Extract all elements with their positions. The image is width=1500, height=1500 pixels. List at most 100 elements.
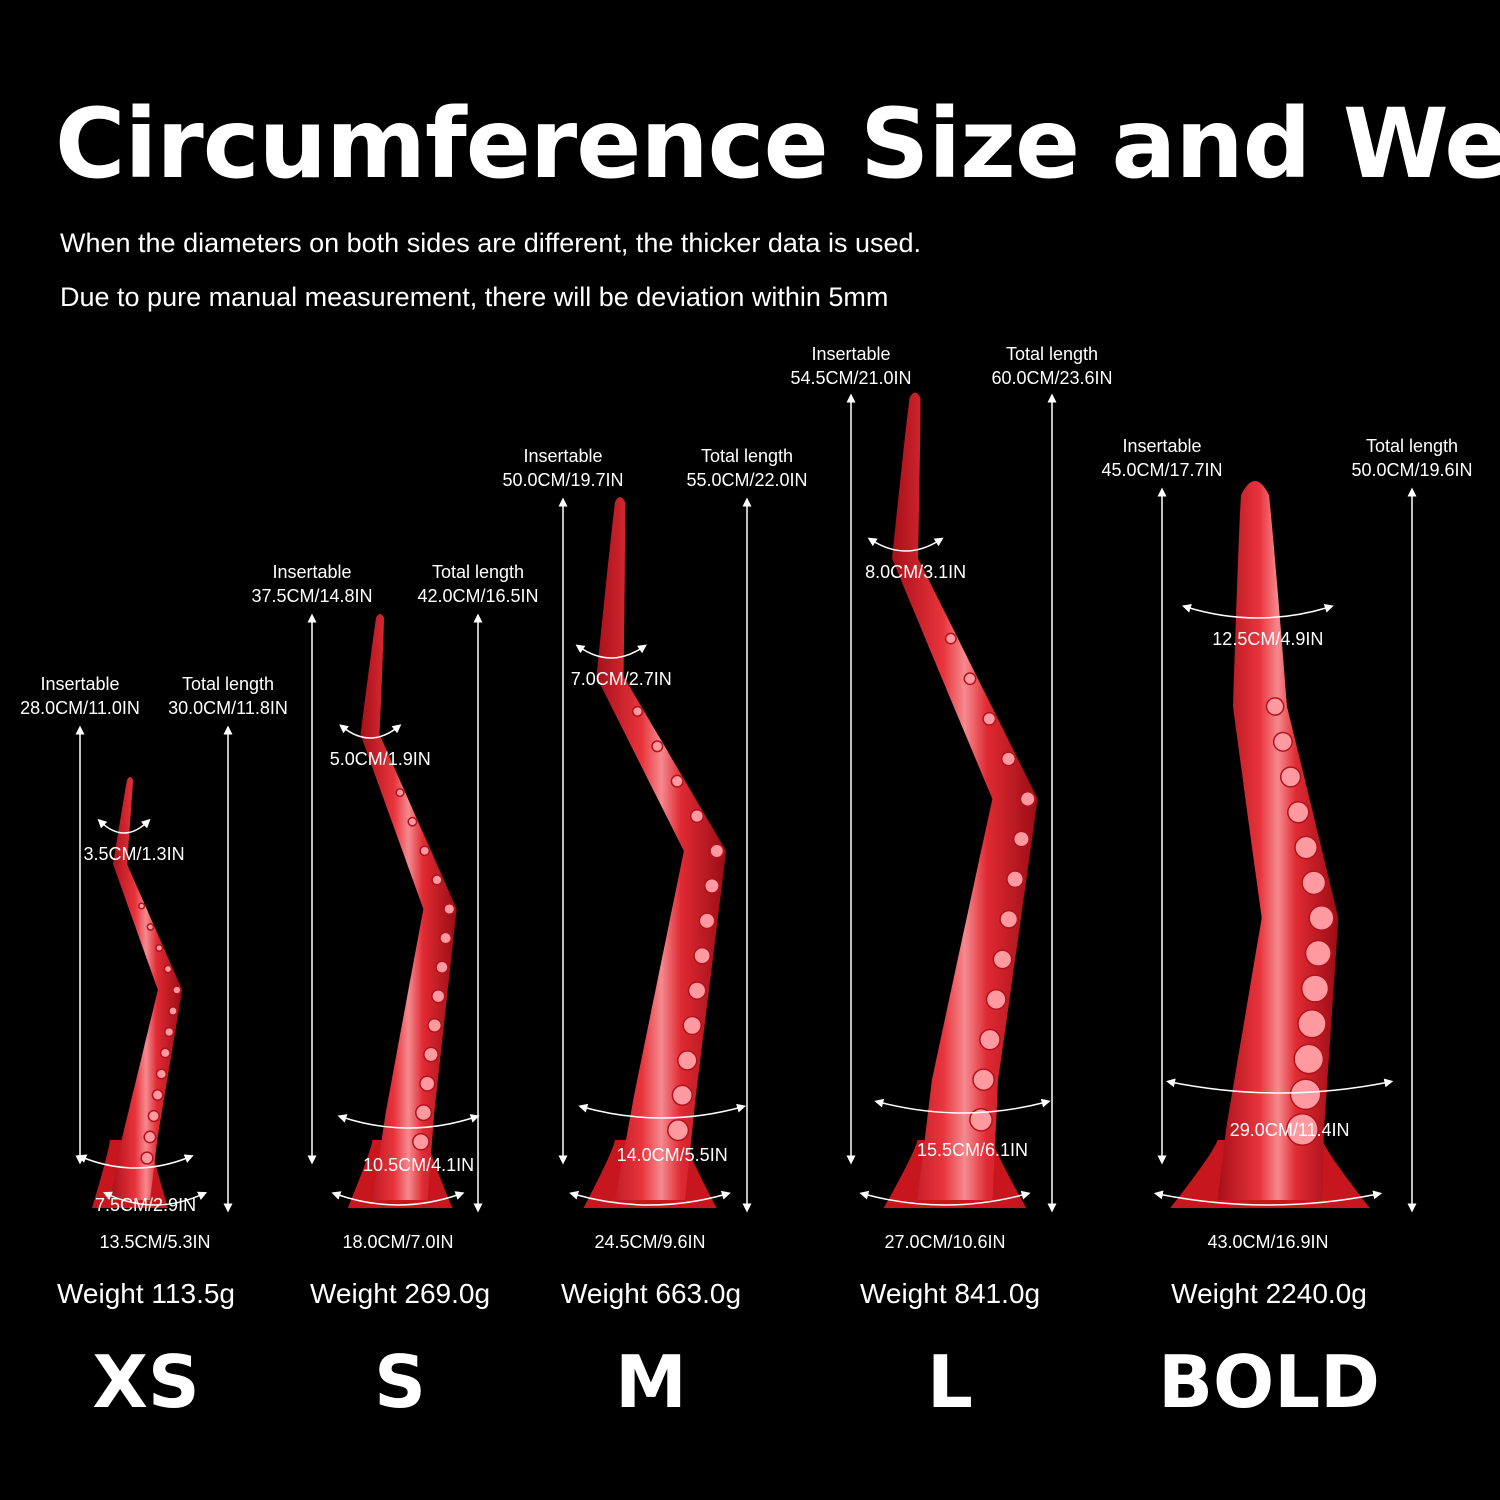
sucker-m (682, 1015, 702, 1036)
sucker-m (698, 912, 716, 930)
insertable-title: Insertable (40, 674, 120, 694)
sucker-s (431, 989, 446, 1004)
tentacle-m (596, 497, 727, 1200)
sucker-xs (138, 902, 146, 910)
sucker-l (982, 711, 997, 726)
mid-circumference-arrow-bold (1166, 1078, 1394, 1094)
sucker-m (687, 981, 707, 1000)
size-name-s: S (374, 1340, 426, 1424)
base-circumference-arrow-s (331, 1191, 465, 1206)
total-length-value: 55.0CM/22.0IN (686, 470, 808, 490)
sucker-xs (159, 1047, 171, 1059)
weight-m: Weight 663.0g (560, 1278, 742, 1309)
sucker-m (670, 774, 684, 788)
sucker-xs (155, 1068, 168, 1080)
mid-circumference-bold: 29.0CM/11.4IN (1229, 1120, 1350, 1140)
tip-circumference-l: 8.0CM/3.1IN (865, 562, 967, 582)
sucker-s (443, 902, 456, 916)
sucker-bold (1293, 1043, 1325, 1075)
weight-l: Weight 841.0g (859, 1278, 1041, 1309)
insertable-title: Insertable (523, 446, 603, 466)
total-length-value: 30.0CM/11.8IN (168, 698, 288, 718)
sucker-m (703, 877, 720, 894)
mid-circumference-l: 15.5CM/6.1IN (916, 1140, 1028, 1160)
sucker-bold (1285, 1113, 1319, 1146)
sucker-bold (1294, 835, 1318, 860)
tip-circumference-arrow-xs (97, 818, 151, 834)
mid-circumference-arrow-m (578, 1103, 747, 1119)
sucker-xs (163, 964, 173, 974)
sucker-l (969, 1107, 993, 1132)
sucker-l (1006, 870, 1025, 889)
insertable-label-xs: Insertable 28.0CM/11.0IN (20, 672, 140, 720)
total-length-title: Total length (431, 562, 525, 582)
base-circumference-arrow-m (569, 1190, 731, 1206)
total-length-label-m: Total length 55.0CM/22.0IN (686, 444, 807, 492)
sucker-bold (1304, 939, 1332, 967)
size-name-bold: BOLD (1158, 1340, 1380, 1424)
base-circumference-l: 27.0CM/10.6IN (884, 1232, 1006, 1252)
total-length-value: 42.0CM/16.5IN (417, 586, 539, 606)
base-circumference-arrow-xs (102, 1191, 208, 1206)
total-length-title: Total length (700, 446, 794, 466)
tentacles-layer (92, 392, 1370, 1208)
mid-circumference-xs: 7.5CM/2.9IN (95, 1195, 197, 1215)
sucker-xs (172, 985, 182, 995)
sucker-s (395, 788, 405, 798)
tip-circumference-m: 7.0CM/2.7IN (570, 669, 672, 689)
insertable-title: Insertable (1122, 436, 1202, 456)
sucker-xs (140, 1151, 154, 1165)
tentacle-s (360, 614, 457, 1200)
base-circumference-xs: 13.5CM/5.3IN (99, 1232, 211, 1252)
sucker-bold (1265, 697, 1285, 716)
insertable-value: 54.5CM/21.0IN (790, 368, 912, 388)
insertable-value: 28.0CM/11.0IN (20, 698, 140, 718)
sucker-xs (143, 1130, 157, 1144)
weight-xs: Weight 113.5g (57, 1278, 235, 1309)
insertable-value: 45.0CM/17.7IN (1101, 460, 1223, 480)
sucker-s (407, 816, 418, 827)
total-length-label-s: Total length 42.0CM/16.5IN (417, 560, 538, 608)
tip-circumference-bold: 12.5CM/4.9IN (1212, 629, 1324, 649)
tentacle-xs (110, 777, 183, 1200)
sucker-m (667, 1119, 690, 1142)
sucker-l (999, 909, 1019, 929)
sucker-xs (168, 1006, 178, 1016)
total-length-title: Total length (1005, 344, 1099, 364)
sucker-l (992, 949, 1013, 970)
mid-circumference-arrow-s (337, 1114, 480, 1129)
page-title: Circumference Size and Weight (55, 88, 1500, 200)
sucker-l (1000, 751, 1017, 767)
sucker-m (631, 705, 644, 717)
sucker-m (671, 1084, 693, 1106)
sucker-s (423, 1046, 439, 1063)
tip-circumference-arrow-l (867, 537, 944, 552)
sucker-m (709, 843, 725, 859)
sucker-bold (1279, 766, 1302, 788)
sucker-s (431, 874, 443, 886)
base-circumference-arrow-bold (1153, 1190, 1383, 1206)
tip-circumference-s: 5.0CM/1.9IN (329, 749, 431, 769)
sucker-bold (1308, 904, 1335, 932)
weight-bold: Weight 2240.0g (1171, 1278, 1367, 1309)
total-length-title: Total length (181, 674, 275, 694)
base-circumference-s: 18.0CM/7.0IN (342, 1232, 454, 1252)
size-name-l: L (927, 1340, 973, 1424)
tentacle-l (892, 392, 1038, 1200)
sucker-l (979, 1028, 1001, 1051)
sucker-bold (1301, 870, 1327, 896)
sucker-xs (155, 943, 164, 953)
insertable-title: Insertable (272, 562, 352, 582)
total-length-value: 50.0CM/19.6IN (1351, 460, 1473, 480)
sucker-s (435, 960, 449, 974)
sucker-m (689, 809, 705, 824)
base-circumference-m: 24.5CM/9.6IN (594, 1232, 706, 1252)
sucker-s (419, 1075, 436, 1092)
sucker-bold (1300, 974, 1330, 1003)
sucker-bold (1272, 731, 1293, 752)
